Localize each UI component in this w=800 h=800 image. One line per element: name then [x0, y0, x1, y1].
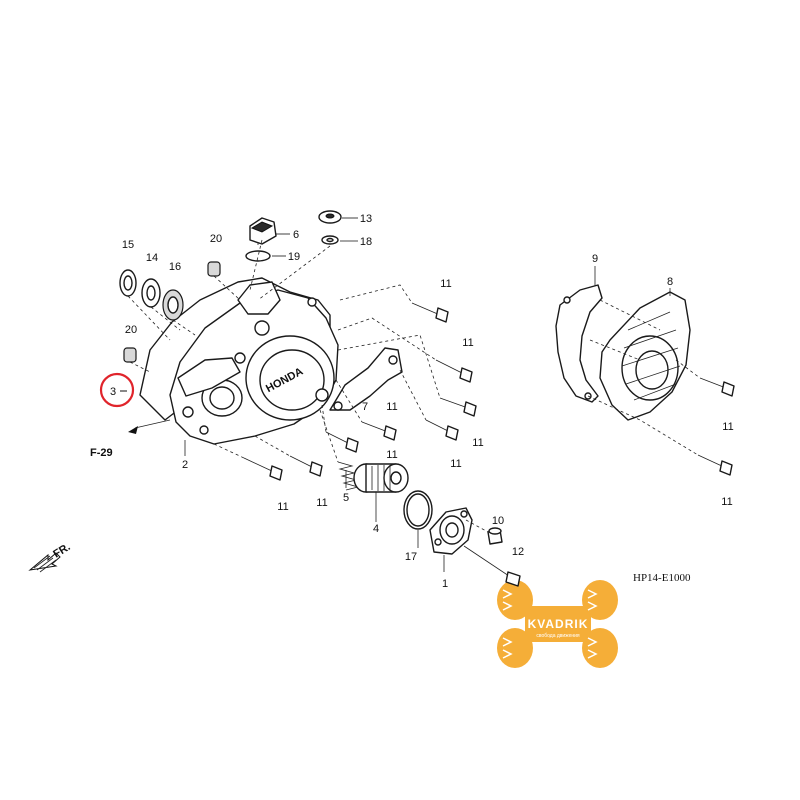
callout-16[interactable]: 16: [169, 261, 181, 273]
callout-11-d[interactable]: 11: [472, 437, 483, 449]
callout-19[interactable]: 19: [288, 251, 300, 263]
crankcase-cover: HONDA: [139, 277, 339, 445]
callout-11-f[interactable]: 11: [450, 458, 461, 470]
seal-15: [119, 269, 137, 297]
callout-12[interactable]: 12: [512, 546, 524, 558]
filler-cap-6: [249, 217, 277, 245]
bolt-11-c: [439, 397, 477, 417]
bolt-11-i: [699, 377, 735, 397]
bolt-10: [487, 527, 503, 545]
callout-11-i[interactable]: 11: [722, 421, 733, 433]
bolt-11-d: [361, 421, 397, 441]
callout-11-b[interactable]: 11: [462, 337, 473, 349]
callout-11-h[interactable]: 11: [277, 501, 288, 513]
cover-bolt-hole-5: [307, 297, 317, 307]
callout-6[interactable]: 6: [293, 229, 299, 241]
highlight-circle: [99, 372, 135, 408]
cover-left-channel: [177, 357, 241, 397]
watermark-tire-top-left: [497, 580, 533, 620]
bolt-11-a: [411, 302, 449, 323]
callout-4[interactable]: 4: [373, 523, 379, 535]
cover-bolt-hole-1: [182, 406, 194, 418]
reference-label: F-29: [90, 447, 113, 459]
dowel-pin-lower: [123, 347, 137, 363]
o-ring-19: [245, 250, 271, 262]
callout-13[interactable]: 13: [360, 213, 372, 225]
bolt-11-b: [435, 359, 473, 383]
clutch-dome-inner: [259, 349, 325, 411]
pump-cover-8: [599, 291, 691, 421]
o-ring-17: [403, 490, 433, 530]
callout-11-a[interactable]: 11: [440, 278, 451, 290]
callout-17[interactable]: 17: [405, 551, 417, 563]
callout-8[interactable]: 8: [667, 276, 673, 288]
watermark-tire-top-right: [582, 580, 618, 620]
cover-upper-boss: [237, 281, 281, 315]
callout-20-lower[interactable]: 20: [125, 324, 137, 336]
kvadrik-watermark: KVADRIK свобода движения: [497, 580, 618, 668]
callout-15[interactable]: 15: [122, 239, 134, 251]
callout-20-upper[interactable]: 20: [210, 233, 222, 245]
oil-filter-4: [353, 463, 409, 493]
left-bearing-bore-inner: [209, 386, 235, 410]
seal-14: [141, 278, 161, 308]
callouts: 1 2 3 4 5 6 7 9 8 10 11 11 11 11 11 11 1…: [110, 213, 734, 590]
callout-9[interactable]: 9: [592, 253, 598, 265]
callout-18[interactable]: 18: [360, 236, 372, 248]
callout-11-g[interactable]: 11: [316, 497, 327, 509]
callout-5[interactable]: 5: [343, 492, 349, 504]
dowel-pin-upper: [207, 261, 221, 277]
filter-cover-1: [429, 507, 473, 555]
bracket-7: [329, 347, 403, 411]
cover-bolt-hole-3: [315, 388, 329, 402]
pump-gasket-9: [555, 284, 603, 403]
cover-bolt-hole-4: [234, 352, 246, 364]
leader-lines: [127, 239, 701, 572]
watermark-tire-bottom-right: [582, 628, 618, 668]
bolt-11-g: [243, 457, 283, 481]
callout-14[interactable]: 14: [146, 252, 158, 264]
watermark-brand: KVADRIK: [528, 617, 589, 631]
callout-7[interactable]: 7: [362, 401, 368, 413]
spring-5: [337, 461, 360, 491]
callout-11-e[interactable]: 11: [386, 449, 397, 461]
washer-18: [321, 235, 339, 245]
bolt-13: [318, 210, 342, 224]
callout-10[interactable]: 10: [492, 515, 504, 527]
callout-11-j[interactable]: 11: [721, 496, 732, 508]
bolt-11-j: [697, 454, 733, 476]
callout-2[interactable]: 2: [182, 459, 188, 471]
front-direction-indicator: FR.: [28, 541, 73, 573]
reference-arrow: F-29: [90, 426, 138, 459]
callout-11-c[interactable]: 11: [386, 401, 397, 413]
watermark-badge: [525, 606, 591, 642]
callout-1[interactable]: 1: [442, 578, 448, 590]
bolt-12: [463, 545, 521, 587]
callout-3[interactable]: 3: [110, 386, 116, 398]
oil-fill-hole: [254, 320, 270, 336]
cover-bolt-hole-2: [199, 425, 209, 435]
bearing-16: [162, 289, 184, 321]
bolt-11-e: [425, 419, 459, 441]
drawing-code: HP14-E1000: [633, 572, 691, 584]
bolt-11-h: [289, 455, 323, 477]
watermark-tagline: свобода движения: [536, 633, 580, 639]
watermark-tire-bottom-left: [497, 628, 533, 668]
bolt-11-f: [325, 431, 359, 453]
